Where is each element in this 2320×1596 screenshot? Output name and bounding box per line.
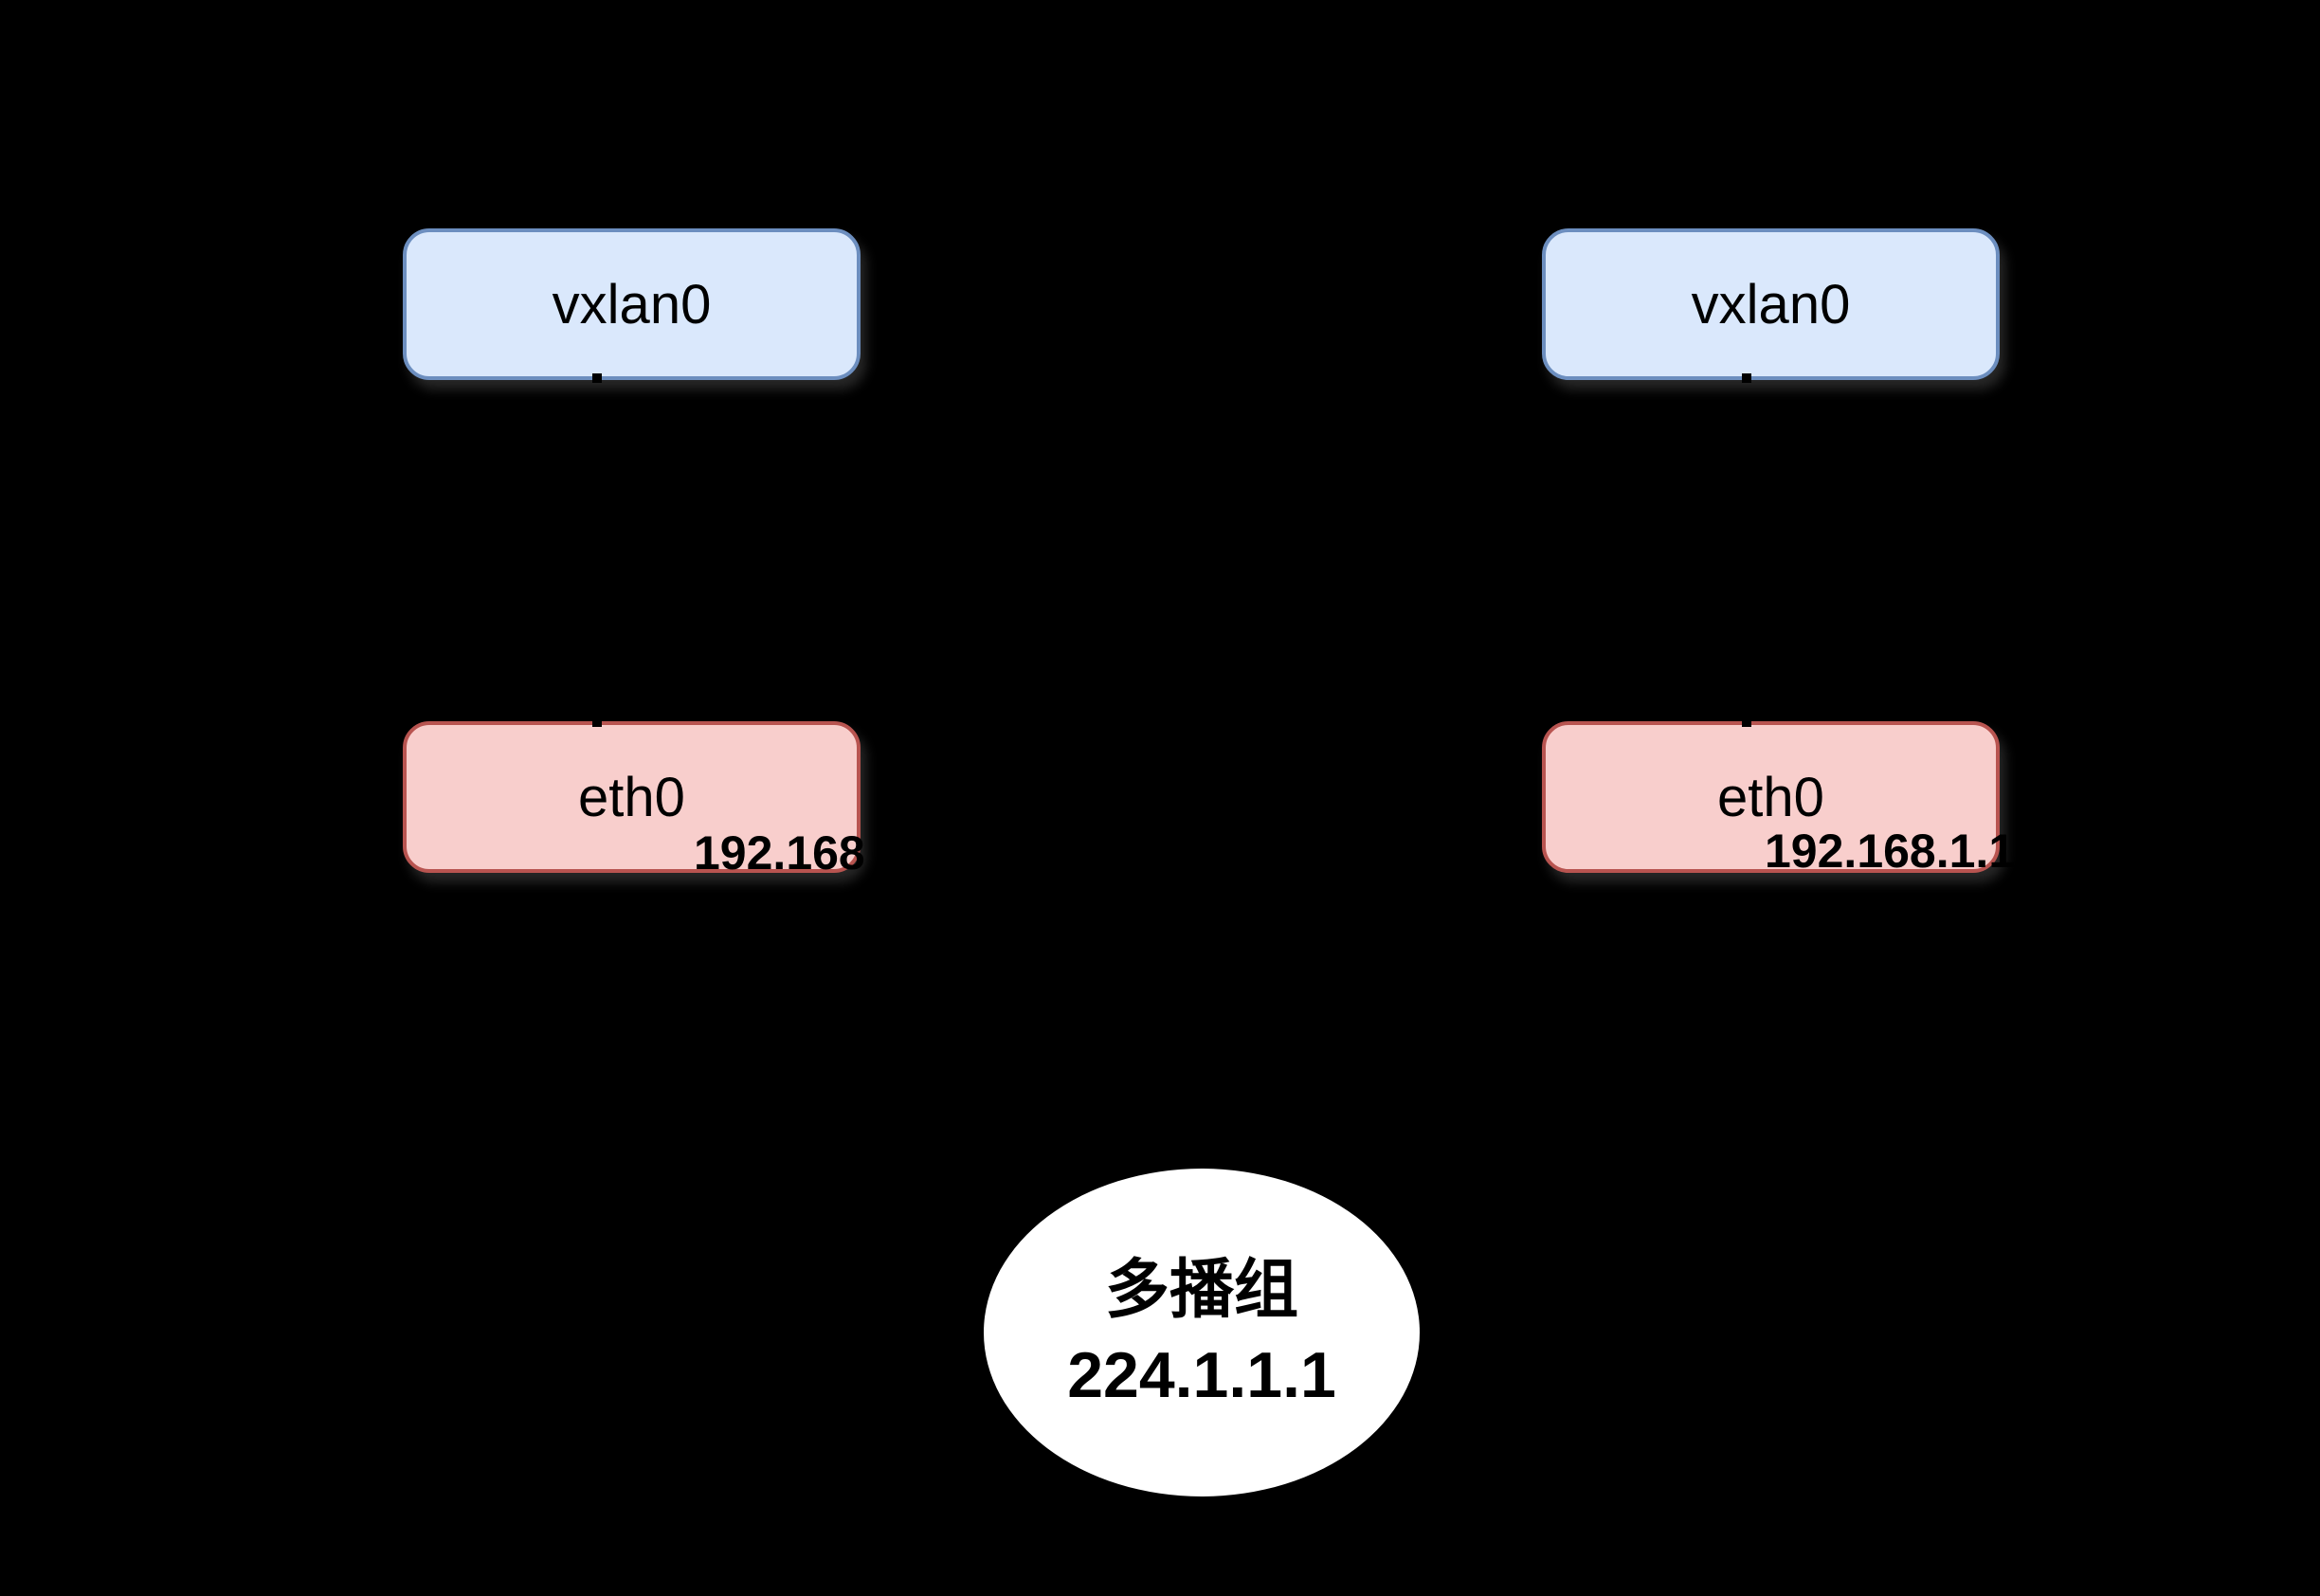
vxlan0-box-host-left: vxlan0: [403, 228, 861, 380]
arrowhead-tip-eth-right: [1742, 717, 1751, 727]
multicast-group-address: 224.1.1.1: [1067, 1339, 1336, 1411]
multicast-group-name: 多播组: [1104, 1254, 1298, 1326]
vxlan0-label-host-right: vxlan0: [1691, 273, 1851, 336]
arrowhead-tip-vxlan-left: [592, 373, 602, 383]
eth0-ip-label-host-left: 192.168: [694, 826, 865, 880]
arrowhead-tip-vxlan-right: [1742, 373, 1751, 383]
multicast-group-ellipse: 多播组 224.1.1.1: [984, 1169, 1420, 1496]
vxlan0-label-host-left: vxlan0: [552, 273, 712, 336]
vxlan0-box-host-right: vxlan0: [1542, 228, 2000, 380]
eth0-box-host-right: eth0: [1542, 721, 2000, 873]
eth0-ip-label-host-right: 192.168.1.1: [1765, 825, 2016, 878]
eth0-box-host-left: eth0: [403, 721, 861, 873]
arrowhead-tip-eth-left: [592, 717, 602, 727]
eth0-label-host-right: eth0: [1717, 766, 1824, 828]
eth0-label-host-left: eth0: [578, 766, 685, 828]
